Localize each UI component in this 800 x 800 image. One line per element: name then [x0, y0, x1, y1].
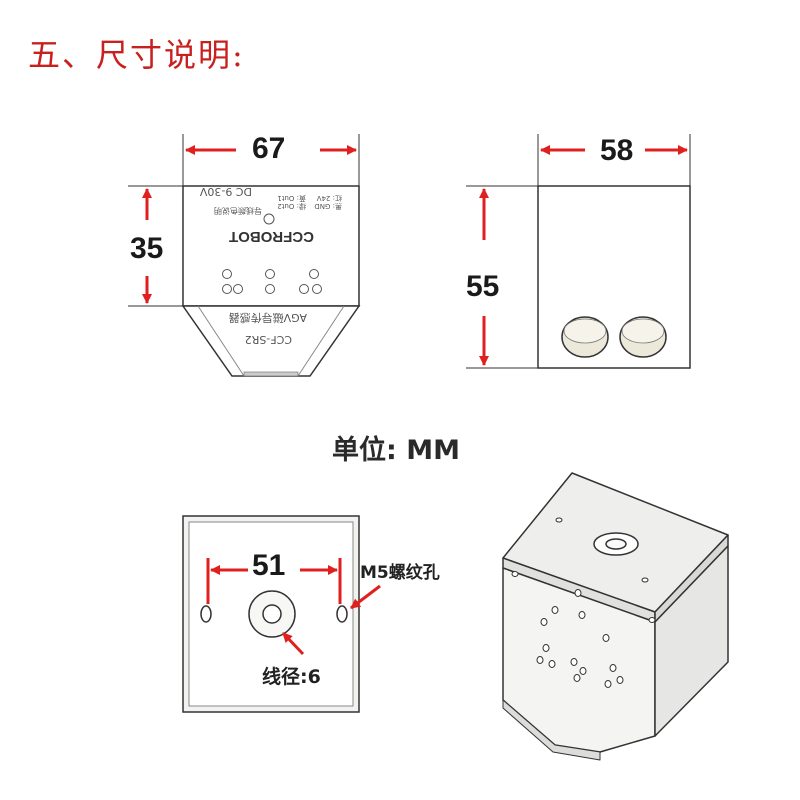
front-label-panel: DC 9-30V CCFROBOT 导线颜色说明 红: 24V 黑: GND 黄…	[199, 185, 342, 346]
front-lower-housing	[181, 305, 361, 377]
front-wire-label: 导线颜色说明	[214, 206, 262, 216]
mount-hole-left	[200, 605, 212, 623]
front-brand-label: CCFROBOT	[229, 228, 314, 245]
iso-right-face	[654, 545, 729, 737]
front-width-label: 67	[252, 132, 285, 165]
iso-top-bore-inner	[605, 538, 627, 550]
front-pin-1: 红: 24V	[317, 194, 342, 203]
front-body	[182, 185, 360, 307]
front-pin-3: 黄: Out1	[277, 194, 306, 203]
side-view: 58 55	[466, 134, 691, 369]
page-title: 五、尺寸说明:	[28, 36, 245, 74]
iso-front-holes	[536, 589, 624, 688]
isometric-view	[502, 472, 729, 761]
front-product-label: AGV磁导传感器	[229, 311, 307, 324]
bottom-spacing-label: 51	[252, 549, 285, 582]
front-led-holes	[222, 213, 322, 294]
mount-hole-right	[336, 605, 348, 623]
wire-diameter-label: 线径:6	[262, 665, 321, 688]
front-model-label: CCF-SR2	[245, 333, 292, 346]
front-pin-4: 绿: Out2	[277, 202, 306, 211]
unit-label: 单位: MM	[332, 434, 460, 466]
front-pin-2: 黑: GND	[314, 202, 342, 210]
side-height-label: 55	[466, 270, 499, 303]
front-height-label: 35	[130, 232, 163, 265]
side-connectors	[561, 316, 667, 358]
bottom-view: 51 M5螺纹孔 线径:6	[182, 515, 440, 713]
cable-gland-inner	[262, 604, 282, 624]
side-width-label: 58	[600, 134, 633, 167]
front-view: 67 35 DC 9-30V CCFROBOT 导线颜色说明 红: 24V 黑:…	[128, 132, 361, 377]
side-body	[537, 185, 691, 369]
front-voltage-label: DC 9-30V	[199, 185, 252, 198]
thread-hole-label: M5螺纹孔	[360, 562, 440, 583]
